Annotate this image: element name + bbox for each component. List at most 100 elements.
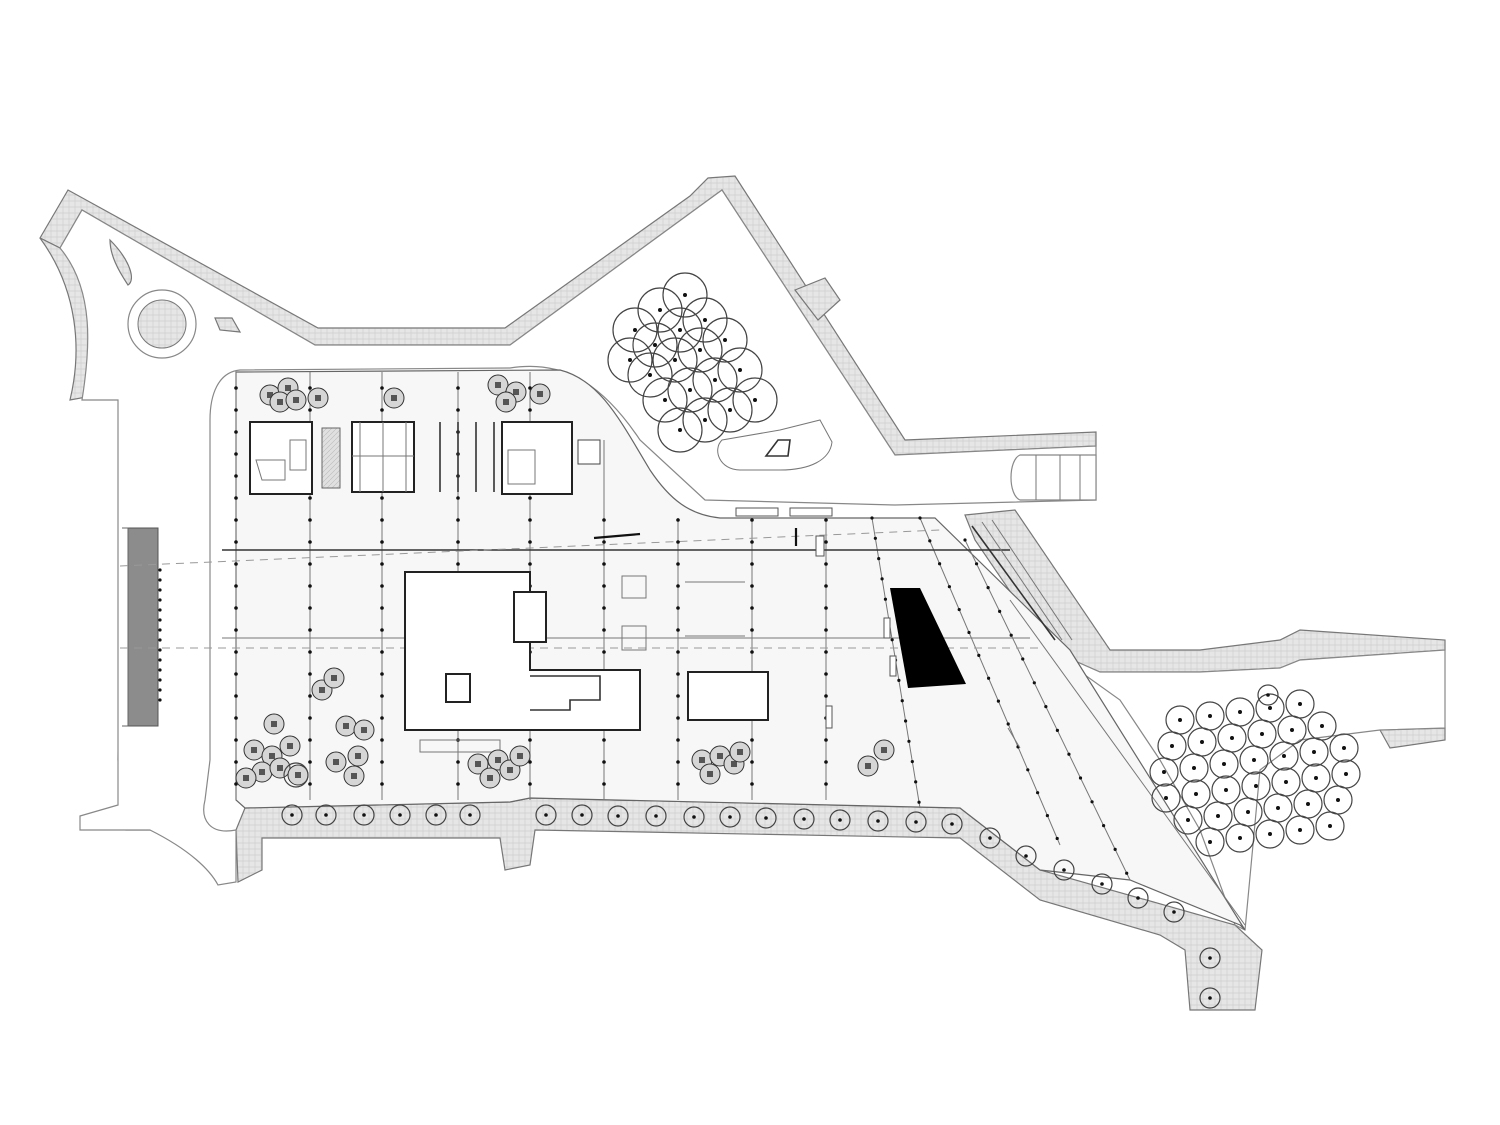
- column-dot: [890, 638, 894, 642]
- column-dot: [986, 586, 990, 590]
- column-dot: [234, 408, 238, 412]
- column-dot: [1067, 752, 1071, 756]
- column-dot: [676, 628, 680, 632]
- column-dot: [528, 408, 532, 412]
- street-tree-icon: [389, 804, 411, 826]
- column-dot: [1044, 705, 1048, 709]
- column-dot: [602, 650, 606, 654]
- column-dot: [380, 760, 384, 764]
- column-dot: [750, 562, 754, 566]
- column-dot: [158, 658, 162, 662]
- street-tree-icon: [793, 808, 815, 830]
- column-dot: [938, 562, 942, 566]
- column-dot: [308, 650, 312, 654]
- tree-grid-icon: [1323, 785, 1353, 815]
- tree-ring: [283, 762, 309, 788]
- column-dot: [158, 598, 162, 602]
- tree-cluster-icon: [479, 767, 501, 789]
- column-dot: [877, 557, 881, 561]
- column-dot: [967, 630, 971, 635]
- column-dot: [1113, 847, 1117, 852]
- column-dot: [824, 694, 828, 698]
- column-dot: [676, 738, 680, 742]
- tree-grid-icon: [717, 347, 763, 393]
- tree-grid-icon: [1269, 741, 1299, 771]
- street-tree-icon: [645, 805, 667, 827]
- street-tree-icon: [425, 804, 447, 826]
- column-dot: [308, 694, 312, 698]
- column-dot: [602, 606, 606, 610]
- tree-cluster-icon: [699, 763, 721, 785]
- roads: [59, 189, 1446, 931]
- tree-cluster-icon: [263, 713, 285, 735]
- column-dot: [824, 540, 828, 544]
- tree-cluster-icon: [347, 745, 369, 767]
- column-dot: [676, 540, 680, 544]
- column-dot: [158, 588, 162, 592]
- pavilion-icon: [501, 421, 573, 495]
- tree-grid-icon: [1151, 783, 1181, 813]
- column-dot: [750, 518, 754, 522]
- column-dot: [824, 672, 828, 676]
- street-tree-icon: [1053, 859, 1075, 881]
- tree-grid-icon: [682, 397, 728, 443]
- tree-grid-icon: [657, 307, 703, 353]
- column-dot: [528, 738, 532, 742]
- tree-grid-icon: [642, 377, 688, 423]
- column-dot: [824, 584, 828, 588]
- column-dot: [676, 606, 680, 610]
- column-dot: [676, 760, 680, 764]
- street-tree-icon: [1199, 947, 1221, 969]
- tree-grid-icon: [662, 272, 708, 318]
- tree-grid-icon: [1299, 737, 1329, 767]
- street-tree-icon: [683, 806, 705, 828]
- street-tree-icon: [459, 804, 481, 826]
- main-plaza: [235, 369, 1246, 931]
- pavilions: [249, 421, 601, 495]
- street-tree-icon: [979, 827, 1001, 849]
- tree-cluster-icon: [235, 767, 257, 789]
- column-dot: [998, 609, 1002, 614]
- column-dot: [528, 782, 532, 786]
- column-dot: [750, 540, 754, 544]
- tree-grid-icon: [612, 307, 658, 353]
- street-tree-icon: [867, 810, 889, 832]
- tree-grid-icon: [667, 367, 713, 413]
- column-dot: [1009, 633, 1013, 637]
- column-dot: [308, 408, 312, 412]
- tree-grid-icon: [1315, 811, 1345, 841]
- column-dot: [308, 540, 312, 544]
- column-dot: [234, 518, 238, 522]
- column-dot: [947, 585, 952, 589]
- column-dot: [380, 628, 384, 632]
- column-dot: [308, 606, 312, 610]
- tree-cluster-icon: [529, 383, 551, 405]
- column-dot: [308, 716, 312, 720]
- tree-grid-icon: [692, 357, 738, 403]
- column-dot: [602, 782, 606, 786]
- column-dot: [676, 584, 680, 588]
- column-dot: [234, 540, 238, 544]
- column-dot: [456, 408, 460, 412]
- trees: [235, 272, 1361, 1009]
- column-dot: [380, 584, 384, 588]
- column-dot: [308, 584, 312, 588]
- street-tree-icon: [1163, 901, 1185, 923]
- column-dot: [824, 760, 828, 764]
- tree-cluster-icon: [467, 753, 489, 775]
- column-dot: [380, 716, 384, 720]
- column-dot: [676, 650, 680, 654]
- column-dot: [456, 540, 460, 544]
- street-tree-icon: [281, 804, 303, 826]
- tree-grid-icon: [1271, 767, 1301, 797]
- tree-cluster-icon: [873, 739, 895, 761]
- column-dot: [977, 653, 981, 657]
- tree-grid-icon: [1225, 823, 1255, 853]
- tree-grid-icon: [732, 377, 778, 423]
- tree-grid-icon: [1149, 757, 1179, 787]
- column-dot: [1125, 871, 1129, 875]
- tree-cluster-icon: [729, 741, 751, 763]
- tree-cluster-icon: [269, 757, 291, 779]
- column-dot: [824, 628, 828, 632]
